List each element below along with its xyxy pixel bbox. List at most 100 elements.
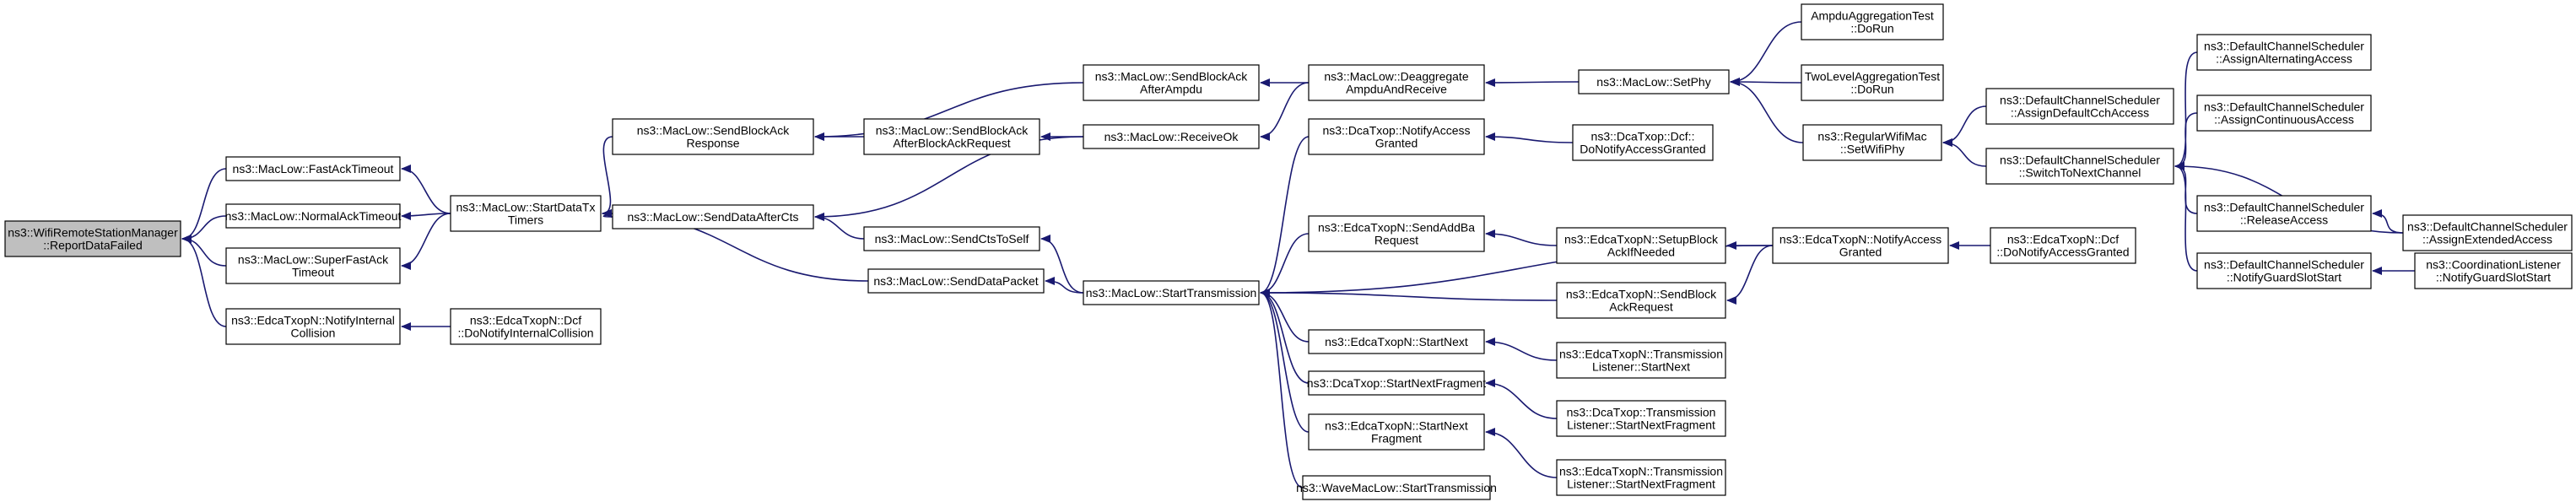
node-coordlistener[interactable]: ns3::CoordinationListener::NotifyGuardSl… xyxy=(2414,252,2573,289)
node-donotifyinternal[interactable]: ns3::EdcaTxopN::Dcf::DoNotifyInternalCol… xyxy=(450,308,602,345)
node-box xyxy=(450,308,602,345)
node-label-line: ns3::MacLow::SendBlockAck xyxy=(876,124,1029,138)
edge-setupblockack-to-sendaddba xyxy=(1485,229,1558,246)
node-box xyxy=(1985,148,2174,185)
node-box xyxy=(612,204,814,229)
node-translistenernext[interactable]: ns3::EdcaTxopN::TransmissionListener::St… xyxy=(1556,342,1726,379)
node-sendctstoself[interactable]: ns3::MacLow::SendCtsToSelf xyxy=(863,226,1040,251)
node-dcanotifyaccess[interactable]: ns3::DcaTxop::NotifyAccessGranted xyxy=(1308,118,1485,155)
edge-assigncont-to-switchtonext xyxy=(2174,112,2198,170)
node-box xyxy=(2196,34,2372,71)
node-label-line: ns3::WifiRemoteStationManager xyxy=(8,226,178,240)
edge-assignext-to-releaseaccess xyxy=(2372,209,2404,234)
node-sendblockackafterreq[interactable]: ns3::MacLow::SendBlockAckAfterBlockAckRe… xyxy=(863,118,1040,155)
node-switchtonext[interactable]: ns3::DefaultChannelScheduler::SwitchToNe… xyxy=(1985,148,2174,185)
node-box xyxy=(1083,124,1260,149)
node-label-line: ::AssignExtendedAccess xyxy=(2422,233,2552,246)
node-senddatapacket[interactable]: ns3::MacLow::SendDataPacket xyxy=(867,268,1045,294)
node-label-line: ::DoRun xyxy=(1850,83,1893,96)
edge-setphy-to-deaggregate xyxy=(1485,78,1580,87)
node-box xyxy=(863,118,1040,155)
edge-sendaddba-to-starttransmission xyxy=(1260,233,1310,297)
node-dcadonotify[interactable]: ns3::DcaTxop::Dcf::DoNotifyAccessGranted xyxy=(1572,124,1714,161)
node-label-line: ::DoRun xyxy=(1850,22,1893,35)
node-label-line: ns3::MacLow::SendCtsToSelf xyxy=(875,232,1029,246)
edge-edcanotifyaccess-to-sendblockackreq xyxy=(1726,245,1774,305)
edge-normalack-to-root xyxy=(181,215,227,243)
node-setphy[interactable]: ns3::MacLow::SetPhy xyxy=(1578,69,1730,94)
node-twoleveltest[interactable]: TwoLevelAggregationTest::DoRun xyxy=(1801,64,1944,101)
edge-assignalt-to-switchtonext xyxy=(2174,51,2198,170)
edge-sendblockackafterampdu-to-sendblockackresp xyxy=(814,82,1084,141)
node-label-line: Listener::StartNext xyxy=(1592,360,1690,374)
node-label-line: ::AssignDefaultCchAccess xyxy=(2011,106,2149,120)
node-label-line: ns3::EdcaTxopN::StartNext xyxy=(1325,419,1468,433)
node-label-line: ns3::RegularWifiMac xyxy=(1817,130,1926,143)
node-label-line: ns3::EdcaTxopN::NotifyAccess xyxy=(1779,233,1941,246)
node-dcatranslistenerfrag[interactable]: ns3::DcaTxop::TransmissionListener::Star… xyxy=(1556,400,1726,437)
node-label-line: ns3::CoordinationListener xyxy=(2426,258,2561,272)
node-dcastartnextfrag[interactable]: ns3::DcaTxop::StartNextFragment xyxy=(1307,370,1487,396)
node-notifyinternal[interactable]: ns3::EdcaTxopN::NotifyInternalCollision xyxy=(225,308,401,345)
node-regularwifimac[interactable]: ns3::RegularWifiMac::SetWifiPhy xyxy=(1802,124,1942,161)
node-edcastartnext[interactable]: ns3::EdcaTxopN::StartNext xyxy=(1308,329,1485,354)
node-label-line: ns3::MacLow::SuperFastAck xyxy=(238,253,389,267)
node-box xyxy=(1308,215,1485,252)
node-assigncch[interactable]: ns3::DefaultChannelScheduler::AssignDefa… xyxy=(1985,88,2174,125)
node-label-line: ns3::WaveMacLow::StartTransmission xyxy=(1296,481,1497,494)
node-edcastartnextfrag[interactable]: ns3::EdcaTxopN::StartNextFragment xyxy=(1308,413,1485,451)
node-box xyxy=(225,203,401,229)
node-ampdutest[interactable]: AmpduAggregationTest::DoRun xyxy=(1801,3,1944,40)
node-edcadonotify[interactable]: ns3::EdcaTxopN::Dcf::DoNotifyAccessGrant… xyxy=(1990,227,2136,264)
node-label-line: ns3::MacLow::SendDataPacket xyxy=(873,274,1038,288)
node-label-line: ns3::EdcaTxopN::SendBlock xyxy=(1566,288,1717,301)
node-label-line: Listener::StartNextFragment xyxy=(1567,418,1715,432)
edge-starttransmission-to-sendctstoself xyxy=(1040,235,1084,294)
node-box xyxy=(1556,282,1726,319)
edge-regularwifimac-to-setphy xyxy=(1730,78,1804,143)
node-edcanotifyaccess[interactable]: ns3::EdcaTxopN::NotifyAccessGranted xyxy=(1772,227,1949,264)
edge-startdatatx-to-superfast xyxy=(401,213,451,270)
node-label-line: ns3::DcaTxop::NotifyAccess xyxy=(1322,124,1470,138)
edge-sendctstoself-to-senddataaftercts xyxy=(814,213,865,240)
node-assignalt[interactable]: ns3::DefaultChannelScheduler::AssignAlte… xyxy=(2196,34,2372,71)
node-label-line: AmpduAndReceive xyxy=(1346,83,1447,96)
node-label-line: AfterBlockAckRequest xyxy=(893,137,1010,150)
node-releaseaccess[interactable]: ns3::DefaultChannelScheduler::ReleaseAcc… xyxy=(2196,195,2372,232)
node-normalack[interactable]: ns3::MacLow::NormalAckTimeout xyxy=(225,203,402,229)
node-fastack[interactable]: ns3::MacLow::FastAckTimeout xyxy=(225,156,401,181)
edge-dcatranslistenerfrag-to-dcastartnextfrag xyxy=(1485,379,1558,419)
node-label-line: Granted xyxy=(1839,246,1882,259)
node-edcatranslistenerfrag[interactable]: ns3::EdcaTxopN::TransmissionListener::St… xyxy=(1556,459,1726,496)
node-senddataaftercts[interactable]: ns3::MacLow::SendDataAfterCts xyxy=(612,204,814,229)
node-label-line: ns3::DcaTxop::StartNextFragment xyxy=(1307,376,1487,390)
node-starttransmission[interactable]: ns3::MacLow::StartTransmission xyxy=(1083,280,1260,305)
node-wavemaclow[interactable]: ns3::WaveMacLow::StartTransmission xyxy=(1296,475,1497,500)
node-box xyxy=(1802,124,1942,161)
edge-edcatranslistenerfrag-to-edcastartnextfrag xyxy=(1485,428,1558,478)
node-notifyguardslot[interactable]: ns3::DefaultChannelScheduler::NotifyGuar… xyxy=(2196,252,2372,289)
node-label-line: ns3::MacLow::StartDataTx xyxy=(456,201,596,214)
node-label-line: ns3::DcaTxop::Dcf:: xyxy=(1591,130,1695,143)
node-label-line: ns3::MacLow::SendDataAfterCts xyxy=(627,210,798,224)
node-label-line: ns3::EdcaTxopN::Dcf xyxy=(2007,233,2119,246)
node-label-line: ::DoNotifyAccessGranted xyxy=(1996,246,2129,259)
node-box xyxy=(1308,413,1485,451)
edge-assigncch-to-regularwifimac xyxy=(1942,105,1987,147)
nodes-layer: ns3::WifiRemoteStationManager::ReportDat… xyxy=(4,3,2573,500)
node-assigncont[interactable]: ns3::DefaultChannelScheduler::AssignCont… xyxy=(2196,94,2372,132)
node-box xyxy=(2402,214,2573,251)
edge-translistenernext-to-edcastartnext xyxy=(1485,337,1558,361)
node-assignext[interactable]: ns3::DefaultChannelScheduler::AssignExte… xyxy=(2402,214,2573,251)
node-box xyxy=(1801,64,1944,101)
node-receiveok[interactable]: ns3::MacLow::ReceiveOk xyxy=(1083,124,1260,149)
node-box xyxy=(1083,64,1260,101)
